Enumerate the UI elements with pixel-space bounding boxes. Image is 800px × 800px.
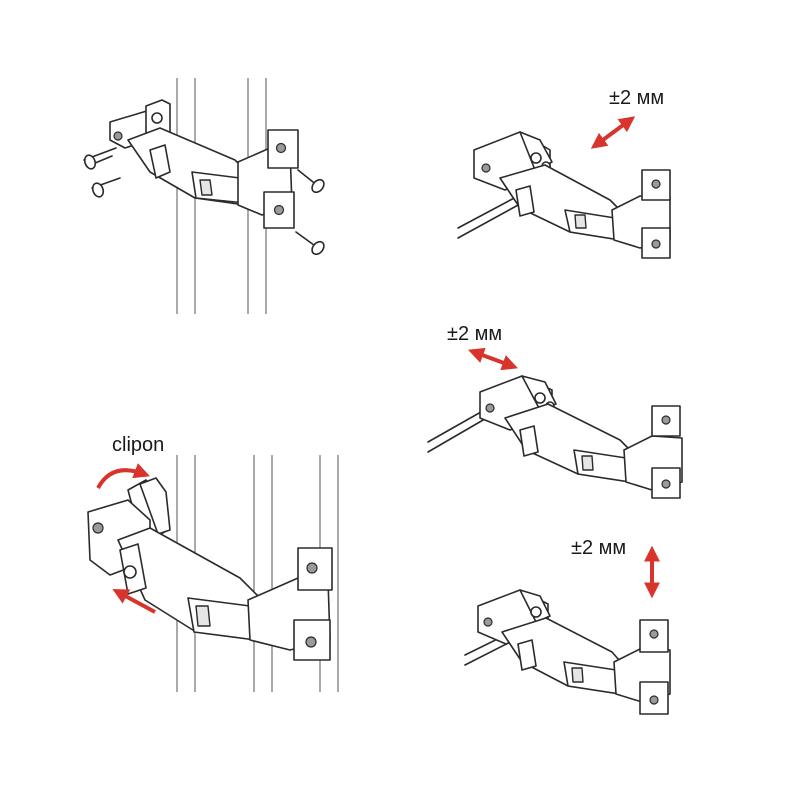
panel-mounting (83, 78, 325, 314)
clipon-arrows (96, 463, 156, 614)
hinge-cup-arm (477, 589, 627, 695)
side-arrow-icon (467, 347, 519, 371)
mounting-plate (611, 169, 671, 259)
label-adjust-height: ±2 мм (571, 537, 627, 559)
mounting-plate (623, 405, 683, 499)
mounting-plate (237, 129, 299, 229)
hinge-cup-arm-large (87, 477, 263, 641)
mounting-plate (613, 619, 671, 715)
panel-adjust-depth (457, 116, 671, 259)
panel-clipon (87, 455, 339, 692)
hinge-cup-arm (479, 375, 637, 483)
screw-icon (91, 177, 121, 198)
label-adjust-depth: ±2 мм (609, 87, 665, 109)
depth-arrow-icon (590, 116, 636, 149)
panel-adjust-height (464, 545, 671, 715)
panel-adjust-side (427, 347, 683, 499)
screw-icon (295, 231, 325, 256)
hinge-cup-arm (473, 131, 626, 241)
rotate-arrow-icon (96, 463, 150, 490)
label-adjust-side: ±2 мм (447, 323, 503, 345)
screws (83, 147, 325, 256)
label-clipon: clipon (112, 434, 165, 456)
mounting-plate (247, 547, 333, 661)
hinge-cup-arm (109, 99, 251, 206)
slide-arrow-icon (112, 588, 156, 614)
screwdriver (427, 407, 491, 453)
screw-icon (297, 169, 325, 194)
screw-icon (83, 147, 117, 170)
screwdriver (457, 195, 521, 239)
